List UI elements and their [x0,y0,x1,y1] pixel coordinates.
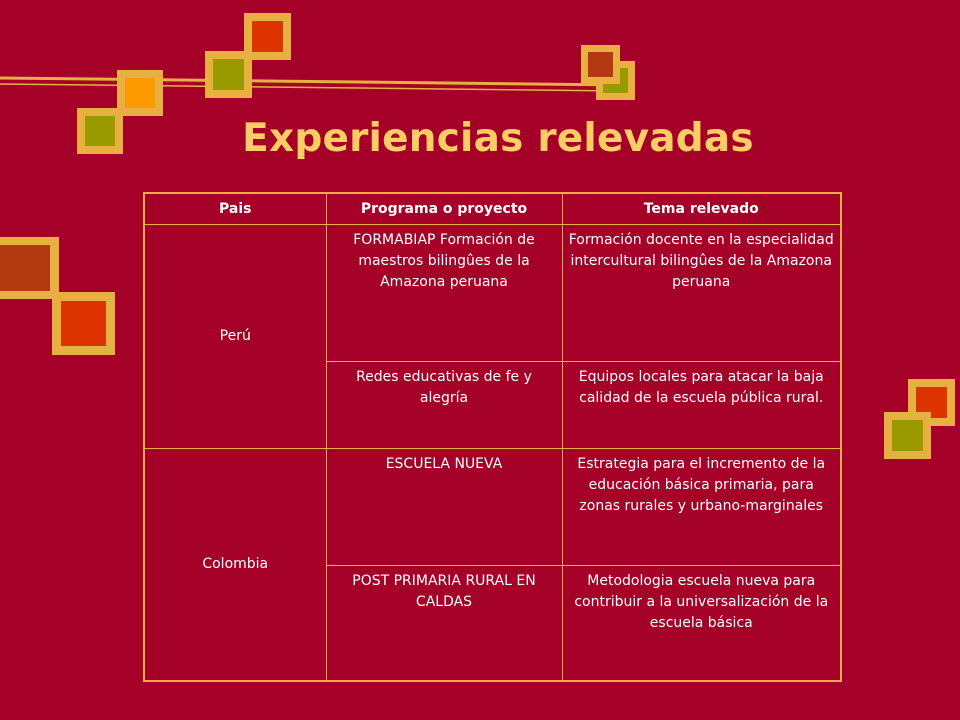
square-rust-left [0,237,59,299]
program-cell: FORMABIAP Formación de maestros bilingûe… [325,223,563,363]
table-row: Perú FORMABIAP Formación de maestros bil… [143,223,842,450]
program-cell: POST PRIMARIA RURAL EN CALDAS [325,565,563,682]
slide-title: Experiencias relevadas [242,116,754,161]
square-olive-right [884,412,931,459]
square-red-orange-left [52,292,115,355]
header-country: Pais [143,192,327,225]
program-cell: ESCUELA NUEVA [325,448,563,567]
decorative-line [0,83,625,92]
header-program: Programa o proyecto [325,192,563,225]
topic-cell: Estrategia para el incremento de la educ… [561,448,842,567]
country-cell: Colombia [143,448,327,682]
table-row: Redes educativas de fe y alegría Equipos… [144,361,842,450]
square-red-orange-top [244,13,291,60]
header-topic: Tema relevado [561,192,842,225]
program-cell: Redes educativas de fe y alegría [325,361,563,450]
square-olive-top [205,51,252,98]
decorative-line [0,76,625,87]
square-orange-top [117,70,163,116]
topic-cell: Formación docente en la especialidad int… [561,223,842,363]
topic-cell: Equipos locales para atacar la baja cali… [561,361,842,450]
square-rust-small [581,45,620,84]
square-olive-left [77,108,123,154]
topic-cell: Metodologia escuela nueva para contribui… [561,565,842,682]
country-cell: Perú [143,223,327,450]
table-row: Colombia ESCUELA NUEVA Estrategia para e… [143,448,842,682]
table-header-row: Pais Programa o proyecto Tema relevado [143,192,842,225]
experiences-table: Pais Programa o proyecto Tema relevado P… [143,192,842,682]
table-row: POST PRIMARIA RURAL EN CALDAS Metodologi… [144,565,842,682]
